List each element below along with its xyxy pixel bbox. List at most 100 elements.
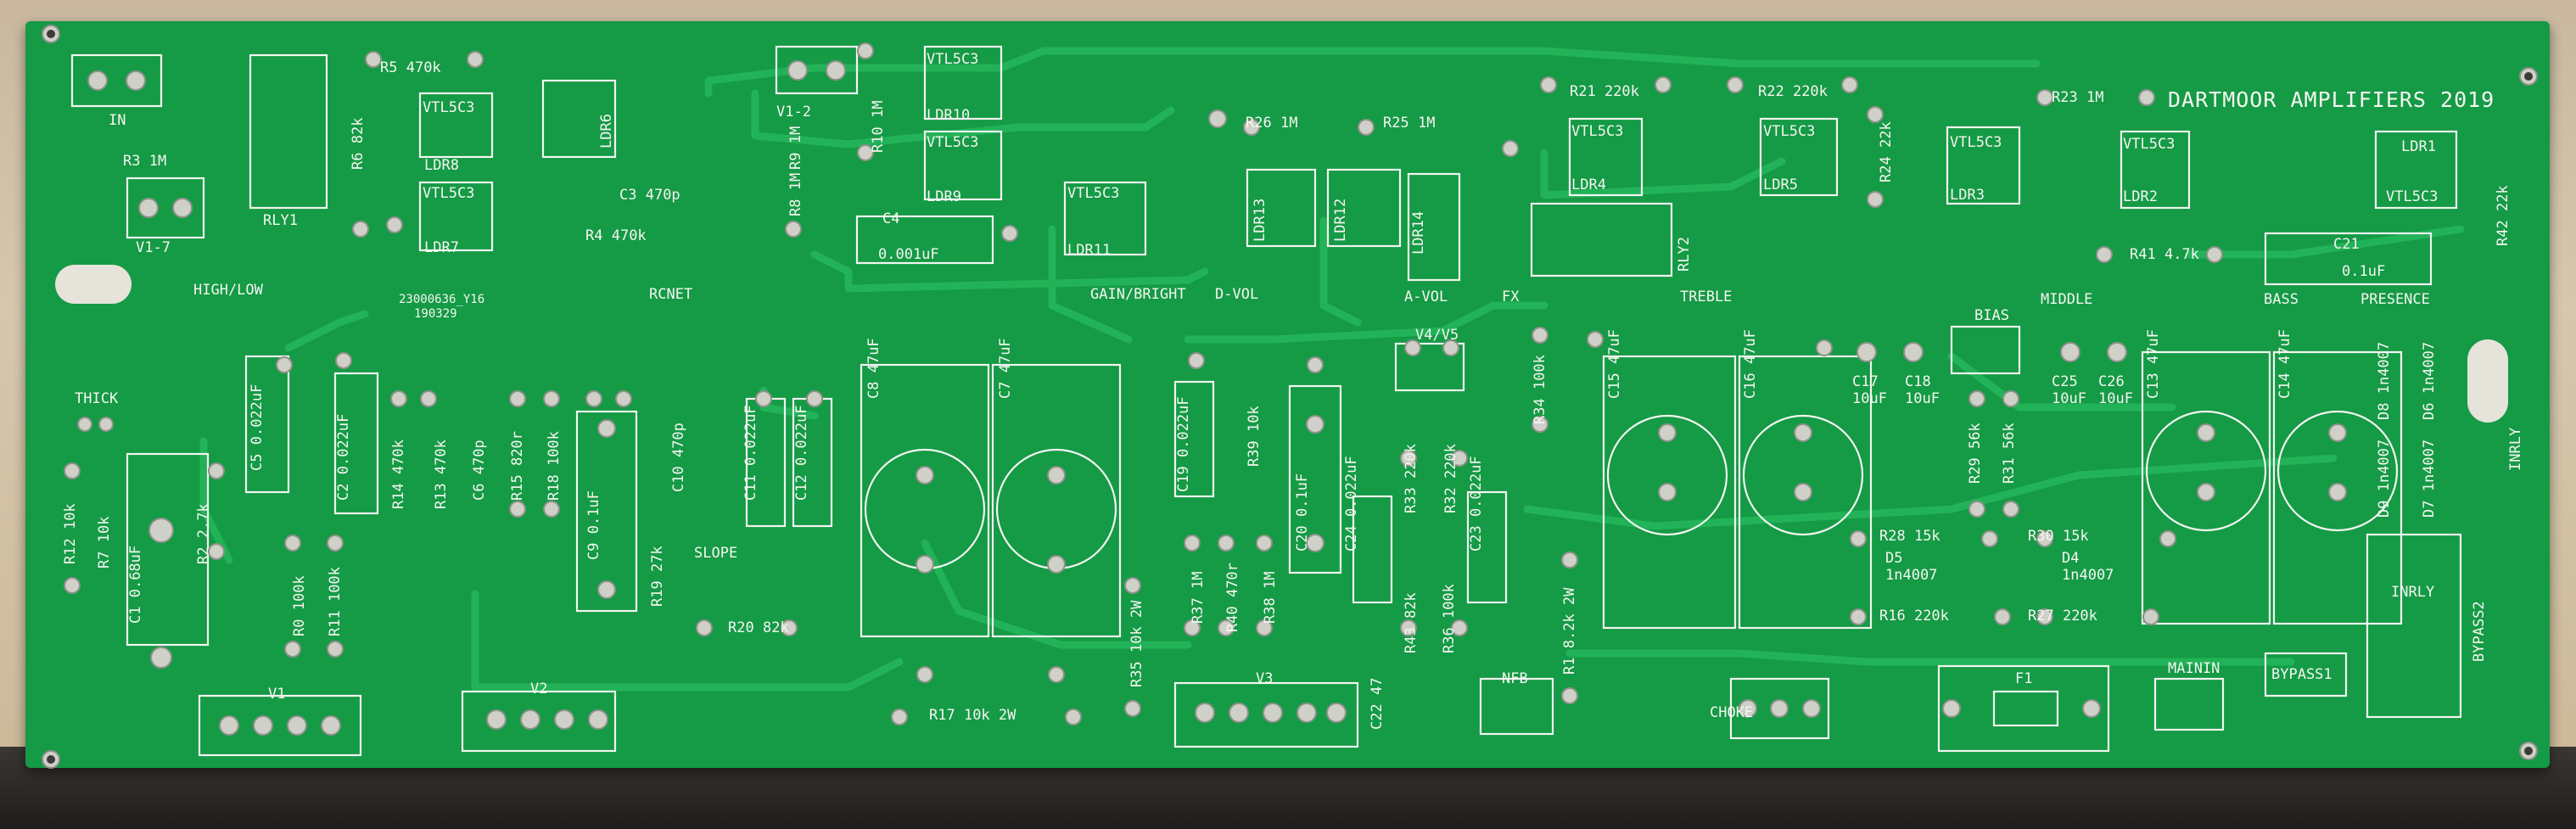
label-choke: CHOKE [1710,704,1754,721]
resistor-r30: R30 15k [2028,528,2089,545]
resistor-r20: R20 82k [728,619,789,636]
tube-socket-headers [70,45,2348,757]
capacitor-c8: C8 47uF [865,338,882,399]
resistor-r17: R17 10k 2W [929,707,1016,724]
capacitor-c13: C13 47uF [2145,329,2162,399]
diode-d6: D6 1n4007 [2421,341,2438,420]
copper-traces [199,47,2465,692]
ldr-part-2: VTL5C3 [423,185,475,202]
capacitor-c14: C14 47uF [2276,329,2293,399]
ldr-part-4: VTL5C3 [927,134,979,151]
diode-d8: D8 1n4007 [2376,341,2393,420]
ldr-label-ldr7: LDR7 [424,239,459,256]
component-pads [64,42,2223,725]
resistor-r8: R8 1M [787,172,804,216]
resistor-r26: R26 1M [1246,115,1298,132]
resistor-r41: R41 4.7k [2130,246,2199,263]
label-inrly-side: INRLY [2507,427,2524,471]
resistor-r21: R21 220k [1570,83,1639,100]
resistor-r10: R10 1M [870,100,887,153]
ldr-part-6: VTL5C3 [1571,123,1624,140]
tube-label-v3: V3 [1256,670,1274,687]
ldr-part-8: VTL5C3 [1950,134,2002,151]
resistor-r39: R39 10k [1246,406,1263,467]
label-bypass1: BYPASS1 [2271,666,2332,683]
resistor-r42: R42 22k [2495,185,2512,246]
resistor-r13: R13 470k [433,440,450,509]
capacitor-c24: C24 0.022uF [1343,456,1360,552]
relay-footprints [249,53,2462,719]
pcb-board [25,21,2550,768]
capacitor-c7: C7 47uF [997,338,1014,399]
capacitor-c3: C3 470p [619,187,680,204]
resistor-r11: R11 100k [327,567,344,636]
ldr-label-ldr9: LDR9 [927,188,961,205]
resistor-r33: R33 220k [1403,444,1420,513]
relay-label-rly1: RLY1 [263,212,298,229]
ldr-label-ldr4: LDR4 [1571,176,1606,193]
capacitor-c4: 0.001uF [878,246,939,263]
label-v4-v5: V4/V5 [1415,327,1459,344]
capacitor-c20: C20 0.1uF [1294,473,1311,552]
resistor-r43: R43 82k [1403,592,1420,653]
capacitor-c6: C6 470p [471,440,488,501]
resistor-r31: R31 56k [2001,423,2018,484]
capacitor-c21-value: 0.1uF [2342,263,2386,280]
tube-label-v1-7: V1-7 [136,239,171,256]
capacitor-c12: C12 0.022uF [793,405,810,501]
ldr-part-5: VTL5C3 [1067,185,1120,202]
label-mainin: MAININ [2168,660,2220,677]
resistor-r0: R0 100k [291,575,308,636]
ldr-part-3: VTL5C3 [927,51,979,68]
tube-label-v1-2: V1-2 [776,104,811,120]
ldr-label-ldr1: LDR1 [2401,138,2436,155]
mounting-holes [42,25,2538,769]
resistor-r29: R29 56k [1967,423,1984,484]
capacitor-c2: C2 0.022uF [335,413,352,501]
resistor-r35: R35 10k 2W [1128,600,1145,687]
capacitor-c5: C5 0.022uF [249,384,266,471]
resistor-r23: R23 1M [2052,89,2104,106]
label-bass: BASS [2264,291,2299,308]
capacitor-c4-ref: C4 [882,210,900,227]
label-inrly: INRLY [2391,584,2435,601]
resistor-r7: R7 10k [96,516,113,569]
resistor-r27: R27 220k [2028,608,2097,625]
diode-d7: D7 1n4007 [2421,439,2438,518]
resistor-r19: R19 27k [649,546,666,607]
label-slope: SLOPE [694,545,738,562]
ldr-label-ldr8: LDR8 [424,157,459,174]
ldr-label-ldr6: LDR6 [598,114,615,148]
label-bias: BIAS [1974,307,2009,324]
oval-cutouts [55,265,2508,423]
label-thick: THICK [75,390,119,407]
resistor-r18: R18 100k [546,431,563,501]
label-in: IN [109,112,126,129]
tube-label-v2: V2 [530,681,548,697]
capacitor-c11: C11 0.022uF [742,405,759,501]
resistor-r40: R40 470r [1224,563,1241,632]
film-capacitors [126,215,2433,669]
resistor-r15: R15 820r [509,431,526,501]
ldr-label-ldr5: LDR5 [1763,176,1798,193]
resistor-r9: R9 1M [787,126,804,170]
label-gain-bright: GAIN/BRIGHT [1090,286,1186,303]
ldr-part-10: VTL5C3 [2386,188,2439,205]
resistor-r38: R38 1M [1262,571,1279,624]
label-fx: FX [1502,288,1520,305]
fuse-holder [1937,664,2110,753]
resistor-r14: R14 470k [390,440,407,509]
ldr-part-1: VTL5C3 [423,99,475,116]
ldr-part-7: VTL5C3 [1763,123,1816,140]
resistor-r12: R12 10k [62,503,79,564]
diode-d9: D9 1n4007 [2376,439,2393,518]
ldr-label-ldr10: LDR10 [927,107,971,124]
resistor-r34: R34 100k [1532,355,1548,424]
